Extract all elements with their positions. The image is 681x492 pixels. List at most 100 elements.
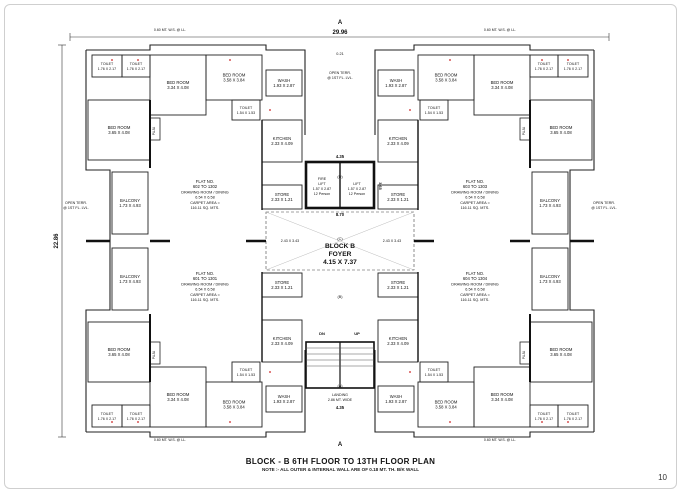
room-size-balcony: 1.73 X 4.93 [119, 279, 141, 284]
room-label-toilet-a: TOILET [101, 412, 114, 416]
flat-drawing-size: 6.54 X 6.58 [195, 196, 214, 200]
room-size-bedroom-1: 3.58 X 3.84 [435, 405, 457, 410]
room-size-bedroom-3: 3.65 X 4.08 [108, 352, 130, 357]
room-toilet-b [121, 404, 151, 428]
a-mark: (A) [337, 384, 343, 388]
corridor-right-dim: 2.43 X 3.43 [383, 239, 401, 243]
door-marker [229, 421, 231, 423]
room-label-toilet-c: TOILET [240, 106, 253, 110]
room-label-toilet-a: TOILET [567, 62, 580, 66]
room-label-store: STORE [275, 192, 290, 197]
core-depth: 3.65 [378, 182, 382, 189]
room-size-toilet-c: 1.54 X 1.53 [425, 373, 443, 377]
room-size-toilet-c: 1.54 X 1.53 [237, 111, 255, 115]
room-label-kitchen: KITCHEN [389, 136, 407, 141]
door-marker [137, 59, 139, 61]
room-label-balcony: BALCONY [120, 274, 140, 279]
overall-width-label: 29.96 [332, 30, 348, 36]
flat-carpet-value: 116.11 SQ. MTS. [191, 206, 220, 210]
door-marker [449, 59, 451, 61]
room-label-toilet-a: TOILET [101, 62, 114, 66]
room-label-wash: WASH [390, 394, 402, 399]
room-size-kitchen: 2.33 X 4.09 [271, 341, 293, 346]
room-toilet-a [557, 404, 589, 428]
stair-down-label: DN [319, 331, 325, 336]
flat-flat-no: FLAT NO. [466, 271, 484, 276]
room-label-toilet-c: TOILET [240, 368, 253, 372]
corridor-left-dim: 2.43 X 3.43 [281, 239, 299, 243]
door-marker [541, 421, 543, 423]
room-toilet-c [419, 99, 449, 121]
room-size-toilet-a: 1.76 X 2.17 [564, 67, 582, 71]
room-wash [265, 385, 303, 413]
room-size-bedroom-1: 3.58 X 3.84 [223, 78, 245, 83]
section-mark-top: A [338, 20, 343, 26]
room-size-toilet-c: 1.54 X 1.53 [237, 373, 255, 377]
landing-width: 4.35 [336, 405, 345, 410]
room-label-toilet-a: TOILET [567, 412, 580, 416]
building-outline [85, 44, 595, 438]
room-size-toilet-a: 1.76 X 2.17 [98, 67, 116, 71]
room-wash [377, 385, 415, 413]
room-size-store: 2.33 X 1.21 [271, 285, 293, 290]
room-label-bedroom-3: BED ROOM [108, 347, 131, 352]
flat-flat-range: 602 TO 1302 [193, 184, 218, 189]
open-terrace-top-level: @ 1ST FL. LVL. [327, 76, 353, 80]
room-toilet-b [121, 54, 151, 78]
landing-label: LANDING [332, 393, 348, 397]
room-label-bedroom-3: BED ROOM [550, 347, 573, 352]
room-balcony [531, 247, 569, 311]
room-label-bedroom-3: BED ROOM [550, 125, 573, 130]
room-label-puja: PUJA [152, 350, 156, 359]
room-label-bedroom-1: BED ROOM [435, 73, 458, 78]
flat-drawing-size: 6.54 X 6.58 [465, 288, 484, 292]
flat-flat-no: FLAT NO. [196, 179, 214, 184]
room-label-wash: WASH [278, 394, 290, 399]
flat-carpet-area: CARPET AREA = [190, 201, 220, 205]
mw-top-right: 0.60 MT. W.S. @ LL. [484, 28, 516, 32]
room-label-toilet-b: TOILET [130, 62, 143, 66]
room-label-store: STORE [275, 280, 290, 285]
room-label-toilet-b: TOILET [538, 412, 551, 416]
room-toilet-a [91, 54, 123, 78]
room-size-store: 2.33 X 1.21 [387, 285, 409, 290]
room-size-toilet-a: 1.76 X 2.17 [98, 417, 116, 421]
room-label-balcony: BALCONY [540, 198, 560, 203]
room-size-kitchen: 2.33 X 4.09 [387, 141, 409, 146]
room-label-bedroom-2: BED ROOM [491, 80, 514, 85]
door-marker [137, 421, 139, 423]
room-label-puja: PUJA [522, 350, 526, 359]
lift-line-1: LIFT [353, 182, 361, 186]
room-size-wash: 1.93 X 2.87 [385, 83, 407, 88]
door-marker [567, 59, 569, 61]
room-label-bedroom-2: BED ROOM [491, 392, 514, 397]
room-label-toilet-c: TOILET [428, 368, 441, 372]
stair-up-label: UP [354, 331, 360, 336]
room-size-toilet-b: 1.76 X 2.17 [535, 67, 553, 71]
room-balcony [531, 171, 569, 235]
flat-carpet-value: 116.11 SQ. MTS. [191, 298, 220, 302]
room-toilet-c [419, 361, 449, 383]
flat-drawing-room: DRAWING ROOM / DINING [181, 282, 229, 286]
page-frame [4, 4, 677, 489]
door-marker [567, 421, 569, 423]
room-wash [265, 69, 303, 97]
b-mark: (B) [337, 295, 343, 299]
flat-drawing-size: 6.54 X 6.58 [195, 288, 214, 292]
room-size-bedroom-3: 3.65 X 4.08 [550, 352, 572, 357]
flat-flat-range: 604 TO 1304 [463, 276, 488, 281]
room-toilet-b [529, 404, 559, 428]
room-wash [377, 69, 415, 97]
open-terrace-left: OPEN TERR. [65, 201, 87, 205]
flat-drawing-room: DRAWING ROOM / DINING [181, 190, 229, 194]
room-size-bedroom-3: 3.65 X 4.08 [108, 130, 130, 135]
lift-line-2: 1.57 X 2.87 [348, 187, 366, 191]
flat-carpet-value: 116.11 SQ. MTS. [461, 206, 490, 210]
lobby-width: 8.70 [336, 212, 345, 217]
staircase [305, 341, 375, 389]
lift-core [304, 160, 376, 210]
